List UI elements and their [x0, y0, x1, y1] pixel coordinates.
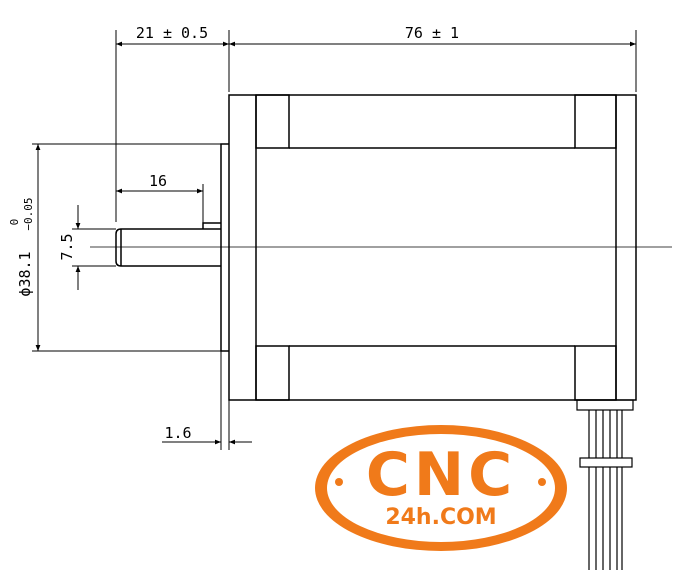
cnc24h-logo: CNC 24h.COM — [315, 425, 567, 551]
corner-notch-top-right — [574, 94, 617, 149]
corner-notch-bottom-right — [574, 345, 617, 401]
dim-label-pilot-diameter: ϕ38.1 0 −0.05 — [8, 197, 35, 296]
pilot-boss — [220, 143, 229, 352]
pilot-tol-lower: −0.05 — [22, 197, 35, 230]
dim-label-shaft-visible: 16 — [149, 172, 167, 190]
shaft — [115, 222, 221, 267]
dim-label-shaft-diameter: 7.5 — [58, 233, 76, 260]
logo-dot-right — [538, 478, 546, 486]
lead-wires — [576, 399, 634, 570]
logo-cnc-text: CNC — [366, 440, 516, 510]
dim-label-flange-thickness: 1.6 — [164, 424, 191, 442]
logo-dot-left — [335, 478, 343, 486]
logo-inner-ellipse — [327, 434, 555, 542]
motor-body — [228, 94, 637, 401]
logo-domain-text: 24h.COM — [385, 505, 496, 530]
pilot-tol-upper: 0 — [8, 219, 21, 226]
motor-outline — [228, 94, 637, 401]
corner-notch-top-left — [255, 94, 290, 149]
dim-label-body-length: 76 ± 1 — [405, 24, 459, 42]
corner-notch-bottom-left — [255, 345, 290, 401]
dimension-lines — [32, 30, 637, 450]
pilot-diameter-main: ϕ38.1 — [16, 251, 34, 296]
dim-label-shaft-total: 21 ± 0.5 — [136, 24, 208, 42]
